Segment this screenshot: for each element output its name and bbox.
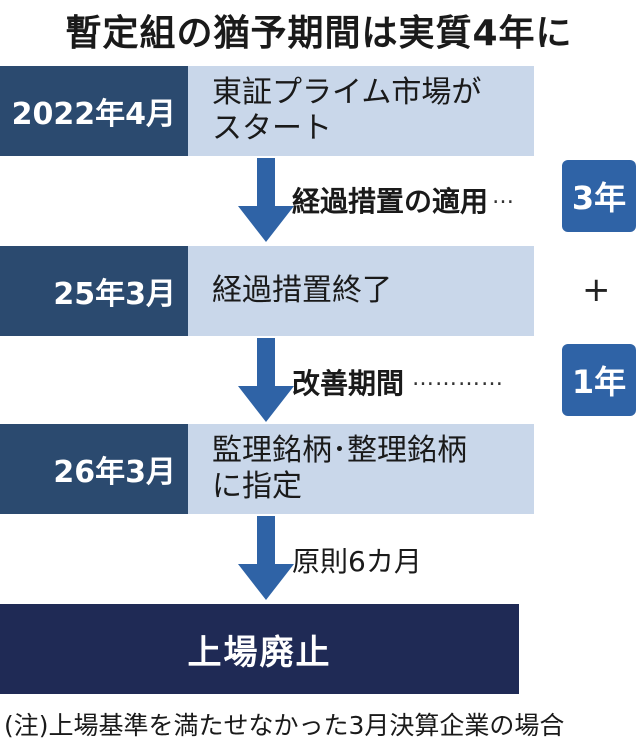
delisting-box: 上場廃止 xyxy=(0,604,519,694)
arrow-label-2: 改善期間 xyxy=(292,367,405,400)
dotted-leader-1: … xyxy=(492,184,515,209)
plus-sign: + xyxy=(582,270,611,310)
footnote: (注)上場基準を満たせなかった3月決算企業の場合 xyxy=(4,711,565,740)
step-date-1: 2022年4月 xyxy=(0,66,188,156)
step-desc-1: 東証プライム市場が スタート xyxy=(188,66,534,156)
step-desc-3: 監理銘柄･整理銘柄 に指定 xyxy=(188,424,534,514)
down-arrow-2 xyxy=(238,338,294,422)
duration-badge-2: 1年 xyxy=(562,344,636,416)
step-date-2: 25年3月 xyxy=(0,246,188,336)
down-arrow-3 xyxy=(238,516,294,600)
dotted-leader-2: ………… xyxy=(412,366,504,391)
down-arrow-1 xyxy=(238,158,294,242)
arrow-label-3: 原則6カ月 xyxy=(292,545,422,578)
duration-badge-1: 3年 xyxy=(562,160,636,232)
step-date-3: 26年3月 xyxy=(0,424,188,514)
diagram-title: 暫定組の猶予期間は実質4年に xyxy=(65,13,573,54)
step-desc-2: 経過措置終了 xyxy=(188,246,534,336)
arrow-label-1: 経過措置の適用 xyxy=(292,185,489,218)
